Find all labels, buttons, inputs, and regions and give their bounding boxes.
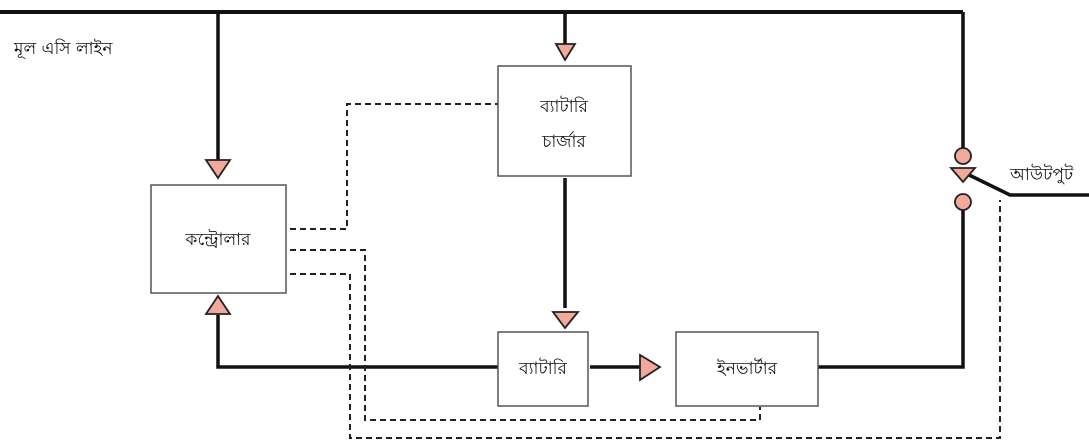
control-line-charger <box>290 103 498 230</box>
switch-contact-top <box>954 147 972 165</box>
battery-label: ব্যাটারি <box>518 358 567 379</box>
controller-label: কন্ট্রোলার <box>185 229 252 250</box>
wire-inverter-to-switch <box>818 210 965 369</box>
power-wires <box>216 12 1089 369</box>
control-line-switch <box>290 200 1001 439</box>
inverter-block: ইনভার্টার <box>675 331 819 407</box>
arrow-down-controller <box>204 159 232 180</box>
arrow-right-inverter <box>639 353 662 382</box>
inverter-label: ইনভার্টার <box>716 358 778 379</box>
wire-battery-to-controller <box>216 315 498 369</box>
output-line <box>962 170 1089 197</box>
battery-charger-block: ব্যাটারি চার্জার <box>497 65 632 177</box>
output-label: আউটপুট <box>1009 164 1074 185</box>
control-wires <box>290 103 1001 439</box>
arrow-down-battery <box>551 311 580 330</box>
switch-arrow <box>949 167 977 184</box>
control-line-inverter <box>290 249 761 421</box>
battery-block: ব্যাটারি <box>497 331 589 407</box>
battery-charger-label-line1: ব্যাটারি <box>539 96 588 117</box>
switch-contact-bottom <box>954 193 972 211</box>
arrow-up-controller <box>204 294 232 315</box>
arrows <box>204 43 977 382</box>
main-ac-line-label: মূল এসি লাইন <box>13 38 113 59</box>
arrow-down-charger <box>554 43 577 62</box>
battery-charger-label-line2: চার্জার <box>541 131 586 152</box>
transfer-switch <box>954 147 972 211</box>
controller-block: কন্ট্রোলার <box>150 184 287 294</box>
